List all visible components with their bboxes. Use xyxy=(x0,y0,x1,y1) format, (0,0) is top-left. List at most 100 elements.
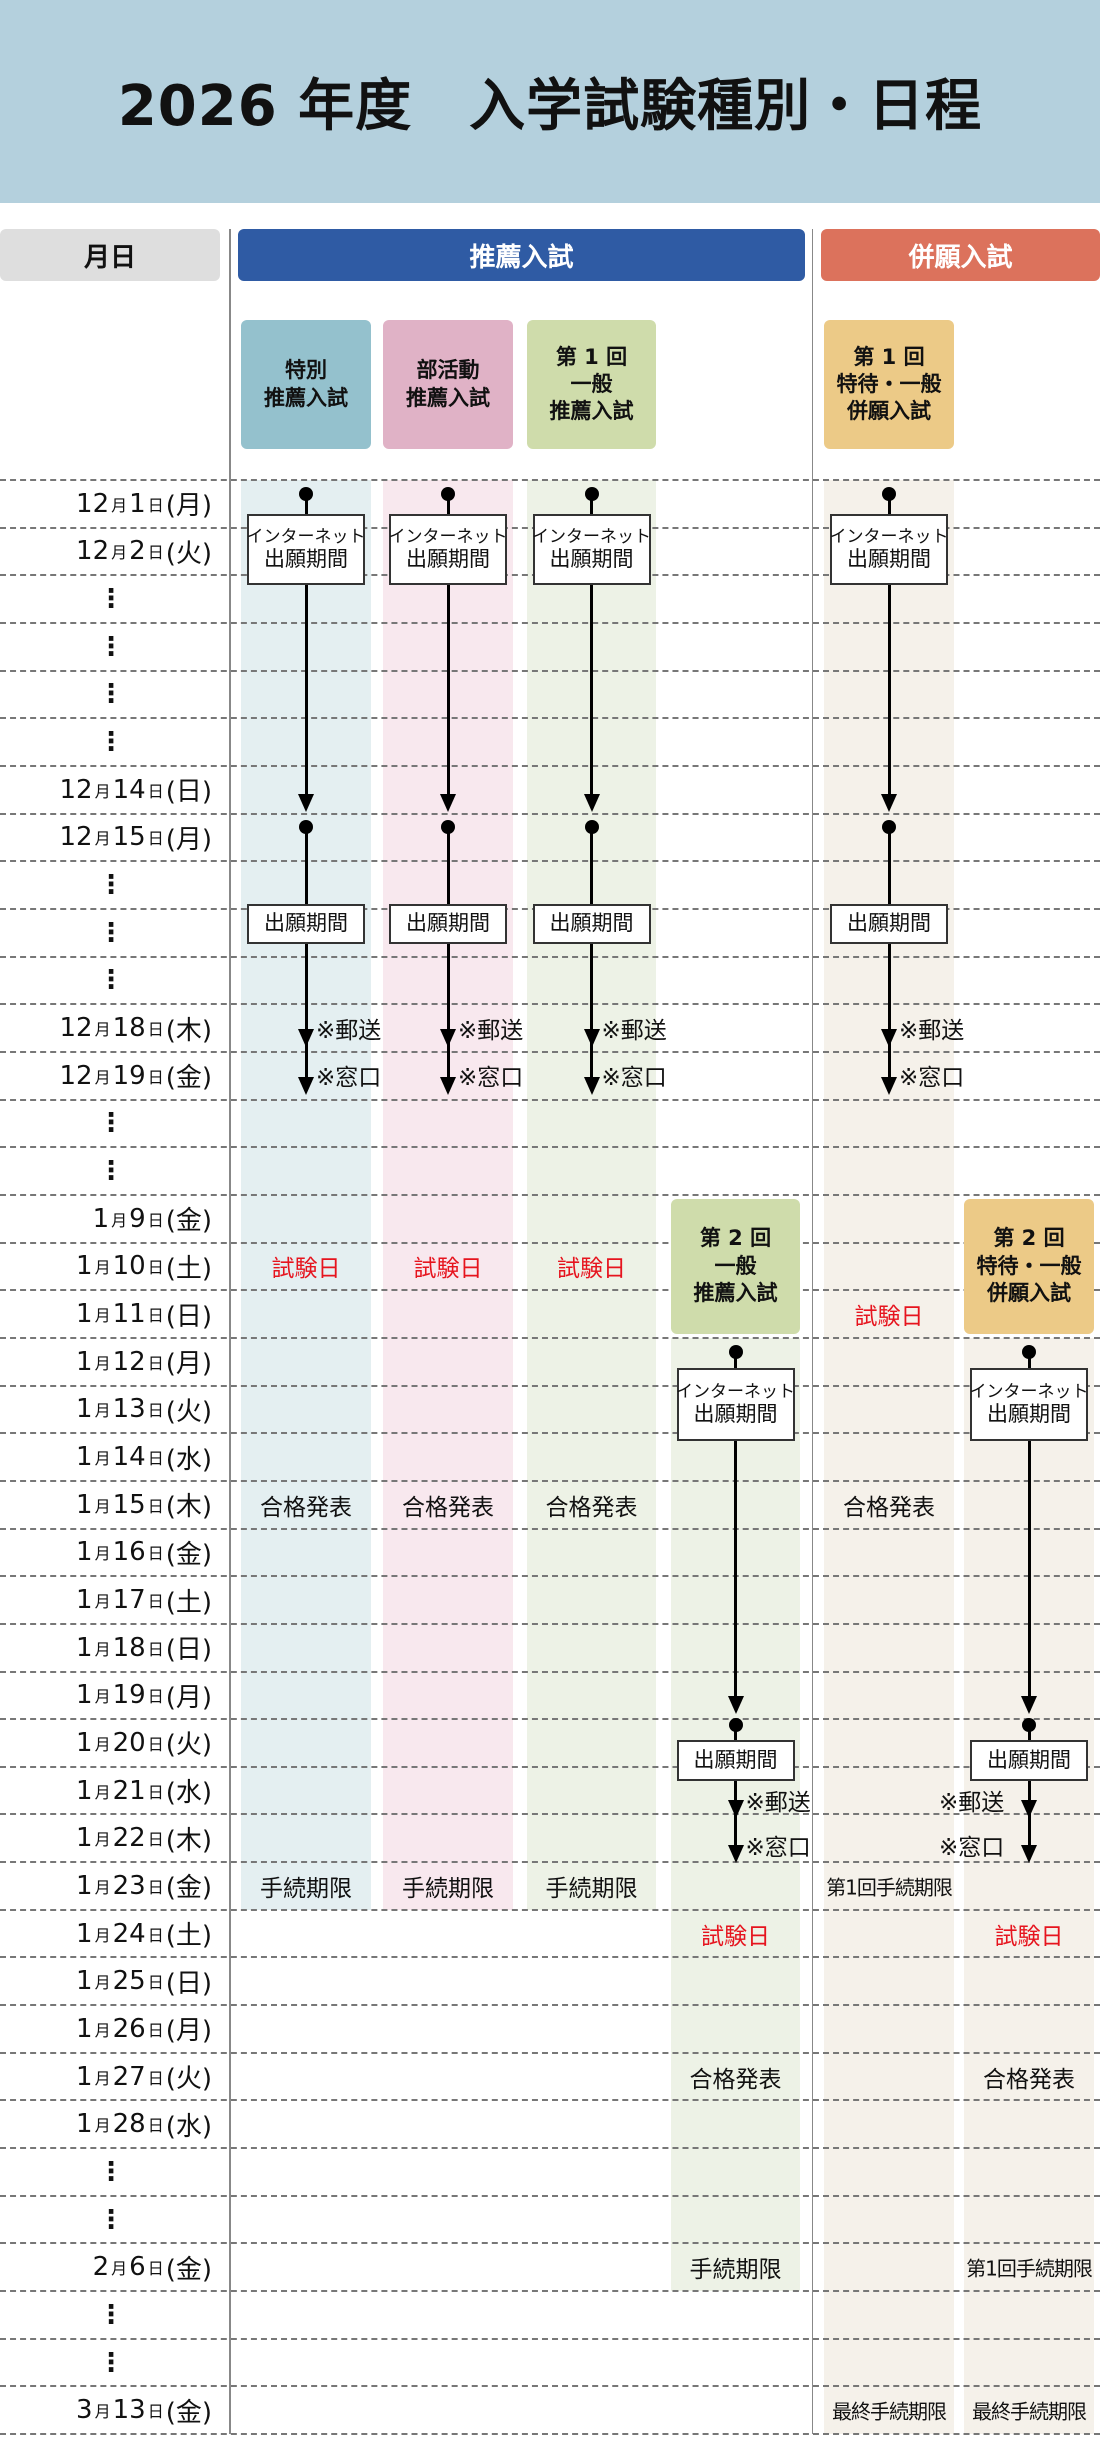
start-dot-icon xyxy=(584,820,599,834)
box-line: 出願期間 xyxy=(549,547,634,572)
date-ellipsis: ⋮ xyxy=(98,2347,124,2378)
day: 26 xyxy=(112,2013,146,2044)
month: 12 xyxy=(59,774,93,805)
weekday: (火) xyxy=(165,1396,212,1427)
day-unit: 日 xyxy=(147,2020,164,2040)
exam-type-line: 推薦入試 xyxy=(406,385,490,410)
day: 13 xyxy=(112,2395,146,2426)
weekday: (土) xyxy=(165,1587,212,1618)
month-unit: 月 xyxy=(94,2116,111,2136)
day: 14 xyxy=(112,1442,146,1473)
arrow-down-icon xyxy=(881,1077,897,1095)
box-line: インターネット xyxy=(246,526,366,547)
weekday: (日) xyxy=(165,1301,212,1332)
weekday: (水) xyxy=(165,2111,212,2142)
month-unit: 月 xyxy=(94,1544,111,1564)
weekday: (月) xyxy=(165,824,212,855)
start-dot-icon xyxy=(882,487,896,501)
month: 12 xyxy=(76,488,110,519)
row-divider xyxy=(0,2385,1100,2388)
result-announcement: 合格発表 xyxy=(843,1494,935,1521)
internet-application-period: インターネット出願期間 xyxy=(970,1368,1089,1441)
arrow-down-icon xyxy=(583,1029,600,1047)
arrow-down-icon xyxy=(440,1077,456,1095)
month-unit: 月 xyxy=(94,1925,111,1945)
exam-type-box: 第 2 回特待・一般併願入試 xyxy=(964,1198,1094,1334)
day-unit: 日 xyxy=(147,1782,164,1802)
exam-type-box: 第 1 回特待・一般併願入試 xyxy=(824,320,954,449)
month: 2 xyxy=(92,2252,110,2283)
row-divider xyxy=(0,812,1100,815)
month: 1 xyxy=(76,1632,93,1663)
date-ellipsis: ⋮ xyxy=(98,870,124,901)
row-divider xyxy=(0,2004,1100,2007)
exam-type-line: 特待・一般 xyxy=(976,1253,1082,1278)
weekday: (日) xyxy=(165,777,212,808)
weekday: (月) xyxy=(165,1349,212,1380)
row-divider xyxy=(0,2433,1100,2436)
row-divider xyxy=(0,2147,1100,2150)
day: 22 xyxy=(112,1823,146,1854)
mail-note: ※郵送 xyxy=(458,1018,524,1044)
procedure-deadline: 第1回手続期限 xyxy=(966,2256,1093,2281)
procedure-deadline: 手続期限 xyxy=(689,2257,782,2284)
day: 6 xyxy=(129,2252,146,2283)
date-ellipsis: ⋮ xyxy=(98,2156,124,2187)
start-dot-icon xyxy=(882,820,896,834)
row-divider xyxy=(0,1146,1100,1149)
day: 15 xyxy=(112,822,146,853)
exam-type-line: 併願入試 xyxy=(987,1281,1071,1306)
exam-day: 試験日 xyxy=(854,1304,924,1331)
weekday: (日) xyxy=(165,1968,212,1999)
month-unit: 月 xyxy=(94,2020,111,2040)
row-divider xyxy=(0,479,1100,481)
row-divider xyxy=(0,1384,1100,1387)
row-divider xyxy=(0,1432,1100,1435)
day-unit: 日 xyxy=(147,1592,164,1611)
row-divider xyxy=(0,1956,1100,1959)
row-divider xyxy=(0,1098,1100,1101)
exam-day: 試験日 xyxy=(271,1256,341,1283)
day-unit: 日 xyxy=(147,1496,164,1516)
day: 24 xyxy=(112,1918,146,1949)
month: 1 xyxy=(76,1537,93,1568)
application-period: 出願期間 xyxy=(970,1740,1088,1781)
exam-type-box: 部活動推薦入試 xyxy=(383,320,513,449)
day-unit: 日 xyxy=(147,1973,164,1993)
row-divider xyxy=(0,764,1100,767)
month-unit: 月 xyxy=(94,1067,111,1087)
date-ellipsis: ⋮ xyxy=(98,2204,124,2235)
day: 15 xyxy=(112,1489,146,1520)
day-unit: 日 xyxy=(147,1734,164,1754)
row-divider xyxy=(0,1908,1100,1911)
date-ellipsis: ⋮ xyxy=(98,584,124,615)
month: 1 xyxy=(76,1680,93,1711)
month-unit: 月 xyxy=(94,1877,111,1897)
day: 27 xyxy=(112,2061,146,2092)
recommend-exam-header: 推薦入試 xyxy=(238,229,805,281)
day: 21 xyxy=(112,1775,146,1806)
day-unit: 日 xyxy=(147,2068,164,2088)
date-ellipsis: ⋮ xyxy=(98,1108,124,1139)
mail-note: ※郵送 xyxy=(939,1790,1005,1816)
exam-type-line: 第 2 回 xyxy=(993,1226,1065,1251)
weekday: (金) xyxy=(165,1539,212,1570)
weekday: (水) xyxy=(165,1444,212,1475)
date-ellipsis: ⋮ xyxy=(98,965,124,996)
row-divider xyxy=(0,2051,1100,2054)
month-unit: 月 xyxy=(94,1258,111,1278)
procedure-deadline: 手続期限 xyxy=(402,1875,494,1902)
day: 28 xyxy=(112,2109,146,2140)
weekday: (金) xyxy=(165,1063,212,1094)
counter-note: ※窓口 xyxy=(601,1065,667,1091)
month-unit: 月 xyxy=(94,2402,111,2422)
day-unit: 日 xyxy=(147,1210,164,1230)
month: 1 xyxy=(76,2013,93,2044)
arrow-down-icon xyxy=(727,1845,744,1863)
